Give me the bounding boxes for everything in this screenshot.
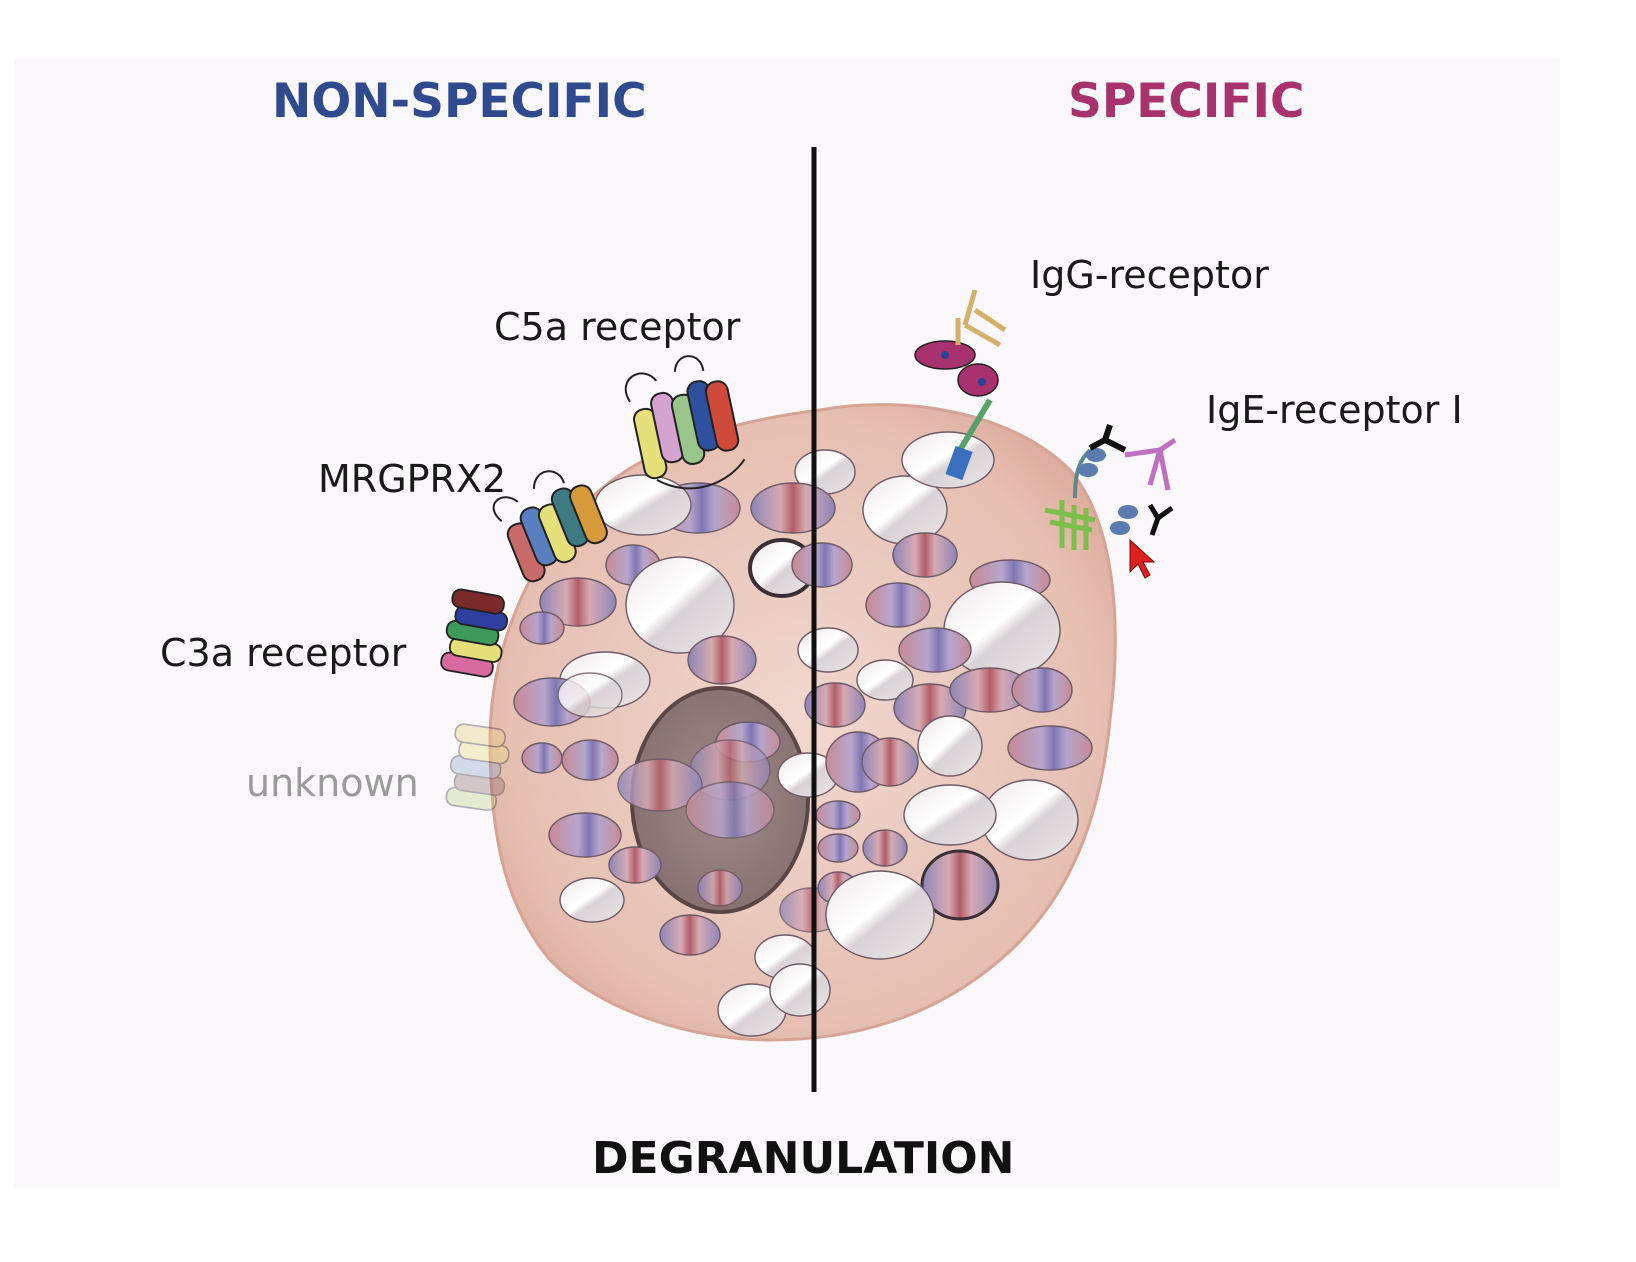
gpcr-receptor-icon — [445, 723, 510, 812]
gpcr-receptor-icon — [492, 470, 608, 583]
granule — [1007, 725, 1093, 771]
igg-receptor-icon — [914, 289, 1007, 481]
heading-non-specific: NON-SPECIFIC — [272, 74, 647, 129]
granule — [861, 737, 919, 787]
granule — [559, 877, 625, 923]
granule — [917, 715, 983, 777]
granule — [862, 829, 908, 867]
granule — [898, 627, 972, 673]
granule — [797, 627, 859, 673]
granule — [750, 482, 836, 534]
granule — [521, 742, 563, 774]
granule — [539, 577, 617, 627]
granule — [659, 914, 721, 956]
granule — [892, 532, 958, 578]
granule — [608, 846, 662, 884]
granule — [791, 542, 853, 588]
granule — [1011, 667, 1073, 713]
cursor-arrow-icon — [1129, 538, 1156, 579]
granule — [856, 659, 914, 701]
granule — [625, 556, 735, 654]
granule — [617, 758, 703, 812]
granule — [685, 781, 775, 839]
granules-right — [750, 431, 1093, 960]
antibody-icon — [1147, 503, 1174, 536]
granule — [903, 784, 997, 846]
granule — [804, 682, 866, 728]
gpcr-receptor-icon — [440, 588, 509, 678]
granule — [561, 739, 619, 781]
granules-left — [513, 474, 845, 1037]
label-mrgprx2: MRGPRX2 — [318, 457, 507, 501]
granule — [687, 635, 757, 685]
label-unknown: unknown — [246, 761, 419, 805]
label-c3a-receptor: C3a receptor — [160, 631, 407, 675]
label-igg-receptor: IgG-receptor — [1030, 253, 1269, 297]
granule — [901, 431, 995, 489]
granule — [817, 833, 859, 863]
antibody-icon — [1088, 424, 1127, 453]
granule — [594, 474, 692, 536]
granule — [815, 800, 861, 830]
heading-degranulation: DEGRANULATION — [592, 1133, 1015, 1184]
granule — [825, 870, 935, 960]
granule — [697, 869, 743, 907]
antibody-icon — [955, 289, 1007, 348]
ige-receptor-icon — [1044, 424, 1177, 550]
granule — [557, 672, 623, 718]
granule — [769, 963, 831, 1017]
granule — [519, 611, 565, 645]
heading-specific: SPECIFIC — [1068, 74, 1305, 129]
granule — [865, 582, 931, 628]
antibody-icon — [1124, 437, 1177, 491]
gpcr-receptor-icon — [624, 355, 746, 490]
granule — [981, 779, 1079, 861]
label-ige-receptor: IgE-receptor I — [1206, 388, 1463, 432]
granule — [920, 849, 1000, 921]
granule — [548, 812, 622, 858]
label-c5a-receptor: C5a receptor — [494, 305, 741, 349]
